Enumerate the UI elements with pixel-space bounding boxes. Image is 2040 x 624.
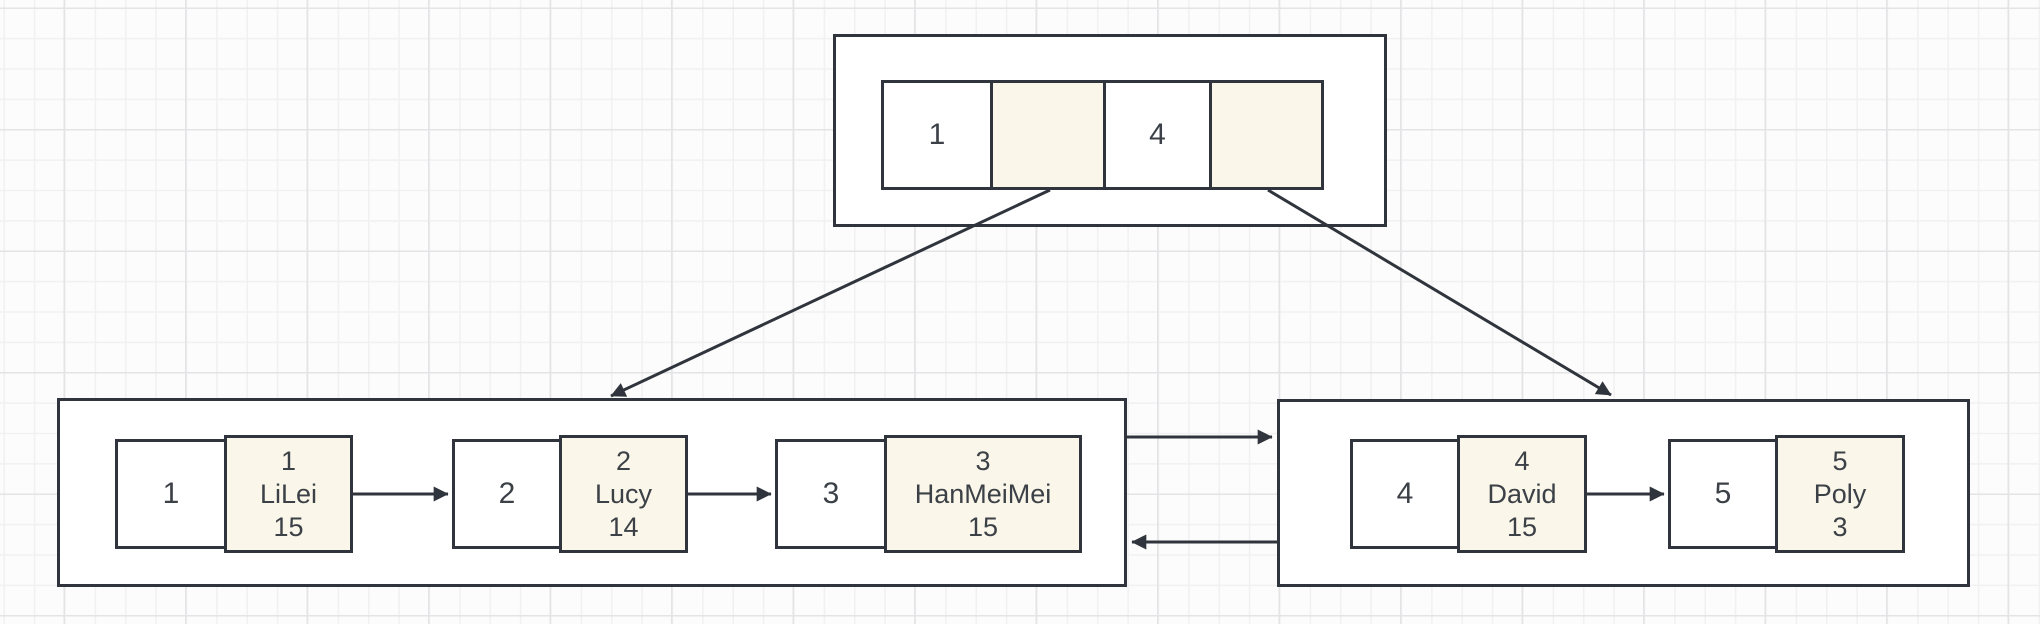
- leaf-key-cell[interactable]: 4: [1350, 439, 1460, 549]
- leaf-data-cell[interactable]: 5 Poly 3: [1775, 435, 1905, 553]
- record-id: 2: [615, 445, 632, 476]
- record-name: David: [1487, 478, 1557, 509]
- record-value: 15: [1506, 511, 1538, 542]
- root-key-label: 1: [928, 118, 946, 151]
- leaf-key-label: 3: [822, 477, 840, 510]
- record-value: 14: [608, 511, 639, 542]
- record-name: Poly: [1813, 478, 1867, 509]
- root-key-cell-1[interactable]: 1: [881, 80, 993, 190]
- root-pointer-cell-1[interactable]: [990, 80, 1106, 190]
- record-name: Lucy: [594, 478, 653, 509]
- leaf-key-label: 1: [162, 477, 180, 510]
- leaf-key-cell[interactable]: 2: [452, 439, 562, 549]
- root-key-label: 4: [1149, 118, 1166, 151]
- leaf-data-cell[interactable]: 4 David 15: [1457, 435, 1587, 553]
- record-id: 1: [280, 445, 297, 476]
- leaf-key-label: 2: [498, 477, 516, 510]
- leaf-key-label: 4: [1396, 477, 1414, 510]
- root-pointer-cell-2[interactable]: [1209, 80, 1324, 190]
- leaf-key-cell[interactable]: 3: [775, 439, 887, 549]
- record-name: LiLei: [259, 478, 318, 509]
- leaf-data-cell[interactable]: 2 Lucy 14: [559, 435, 688, 553]
- root-key-cell-4[interactable]: 4: [1103, 80, 1212, 190]
- record-id: 4: [1514, 445, 1530, 476]
- leaf-key-cell[interactable]: 1: [115, 439, 227, 549]
- record-id: 5: [1832, 445, 1848, 476]
- record-value: 15: [967, 511, 999, 542]
- record-name: HanMeiMei: [914, 478, 1052, 509]
- record-value: 3: [1832, 511, 1848, 542]
- leaf-key-cell[interactable]: 5: [1668, 439, 1778, 549]
- leaf-data-cell[interactable]: 3 HanMeiMei 15: [884, 435, 1082, 553]
- leaf-key-label: 5: [1714, 477, 1732, 510]
- record-value: 15: [273, 511, 304, 542]
- leaf-data-cell[interactable]: 1 LiLei 15: [224, 435, 353, 553]
- record-id: 3: [975, 445, 991, 476]
